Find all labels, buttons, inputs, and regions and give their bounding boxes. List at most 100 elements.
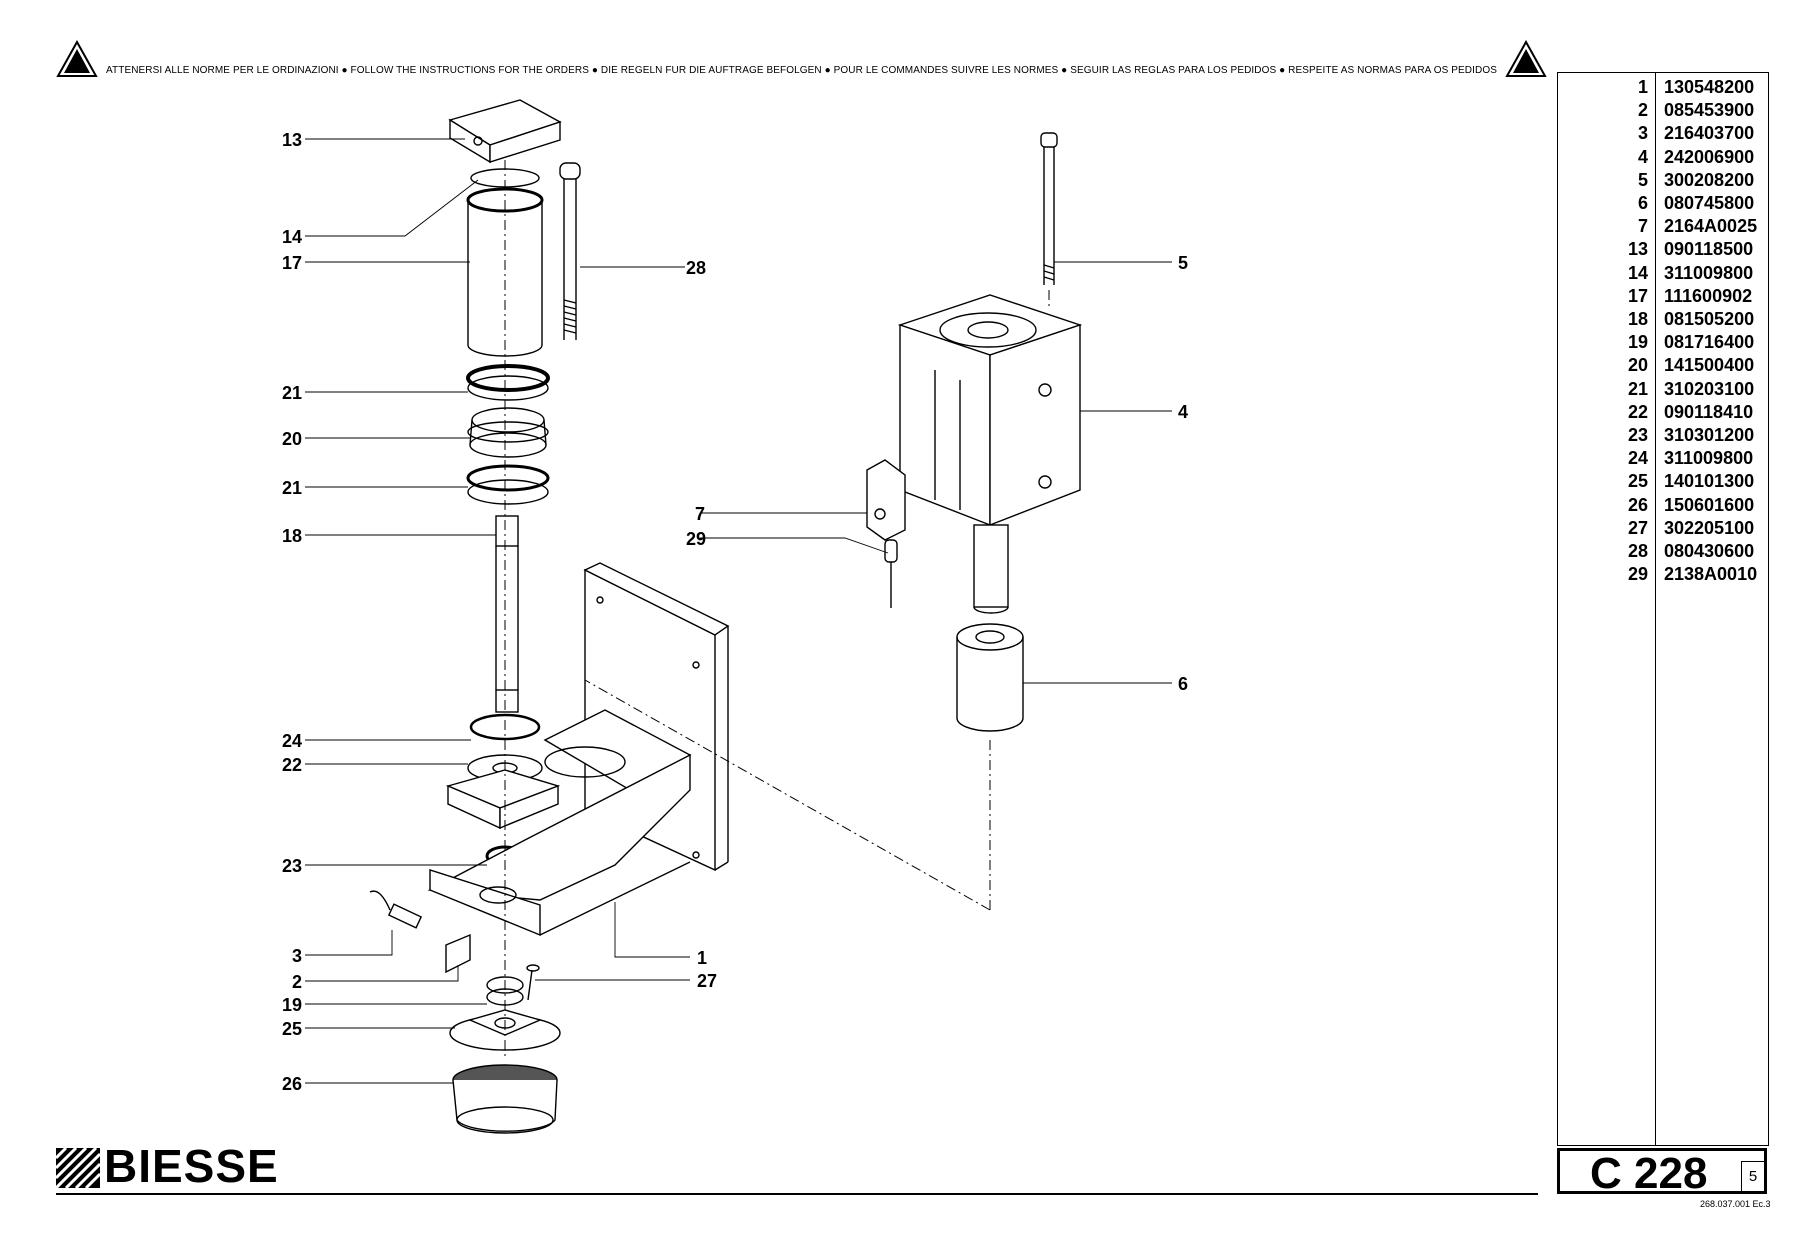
part-number: 5 [1637, 169, 1648, 190]
part-code: 300208200 [1664, 169, 1755, 190]
warning-triangle-icon [1505, 40, 1547, 77]
part-number: 21 [1627, 378, 1648, 399]
parts-list-row: 5 300208200 [1558, 170, 1768, 193]
callout-label: 21 [282, 383, 302, 403]
part-code: 080430600 [1664, 541, 1755, 561]
drawing-title-block: C 228 5 [1557, 1148, 1767, 1198]
part-code: 081505200 [1664, 309, 1755, 329]
part-6-coupling [956, 623, 1024, 732]
callout-label: 24 [282, 731, 302, 751]
part-code: 2164A0025 [1664, 216, 1758, 237]
callout-label: 7 [695, 504, 705, 524]
part-code: 090118410 [1664, 401, 1754, 422]
part-22-housing [445, 754, 561, 830]
part-code: 311009800 [1664, 448, 1754, 469]
part-number: 22 [1627, 401, 1648, 422]
part-18-shaft [495, 515, 519, 713]
footer-rule [56, 1193, 1538, 1195]
part-3-sensor [369, 890, 423, 929]
part-number: 14 [1627, 262, 1648, 283]
part-number: 13 [1627, 239, 1648, 260]
part-number: 20 [1627, 355, 1648, 376]
exploded-view-drawing: 13 14 17 28 21 20 21 18 24 22 23 3 2 19 … [282, 99, 1188, 1134]
part-number: 25 [1627, 471, 1648, 492]
parts-list-row: 6 080745800 [1558, 193, 1768, 216]
callout-label: 6 [1178, 674, 1188, 694]
part-28-screw [559, 162, 581, 340]
part-code: 141500400 [1664, 355, 1755, 376]
parts-list-row: 25 140101300 [1558, 471, 1768, 494]
warning-triangle-icon [56, 40, 98, 77]
part-4-cylinder [897, 294, 1083, 614]
part-number: 17 [1627, 285, 1648, 306]
part-number: 6 [1637, 193, 1648, 213]
part-number: 2 [1637, 100, 1648, 121]
drawing-code: C 228 [1590, 1149, 1708, 1198]
part-26-wheel [452, 1064, 558, 1134]
callout-label: 21 [282, 478, 302, 498]
parts-list-row: 13 090118500 [1558, 239, 1768, 262]
parts-list-row: 17 111600902 [1558, 286, 1768, 309]
part-13-cap [448, 99, 562, 164]
callout-label: 26 [282, 1074, 302, 1094]
part-number: 1 [1637, 77, 1648, 97]
part-code: 130548200 [1664, 77, 1755, 97]
parts-list-row: 7 2164A0025 [1558, 216, 1768, 239]
callout-label: 29 [686, 529, 706, 549]
callout-label: 13 [282, 130, 302, 150]
callout-label: 18 [282, 526, 302, 546]
page-number: 5 [1741, 1161, 1764, 1192]
parts-list-row: 20 141500400 [1558, 355, 1768, 378]
parts-list-row: 2 085453900 [1558, 100, 1768, 123]
parts-list-row: 1 130548200 [1558, 77, 1768, 100]
parts-list-row: 29 2138A0010 [1558, 564, 1768, 587]
brand-name: BIESSE [104, 1140, 279, 1192]
parts-list-row: 22 090118410 [1558, 402, 1768, 425]
callout-label: 3 [292, 946, 302, 966]
part-code: 080745800 [1664, 193, 1755, 213]
part-number: 23 [1627, 425, 1648, 445]
part-number: 7 [1637, 216, 1648, 237]
callout-label: 17 [282, 253, 302, 273]
callout-label: 19 [282, 995, 302, 1015]
part-code: 090118500 [1664, 239, 1754, 260]
part-number: 27 [1627, 517, 1648, 538]
part-number: 4 [1637, 146, 1648, 167]
part-code: 216403700 [1664, 123, 1755, 144]
callout-label: 20 [282, 429, 302, 449]
callout-label: 28 [686, 258, 706, 278]
part-code: 085453900 [1664, 100, 1755, 121]
part-code: 242006900 [1664, 146, 1755, 167]
callout-label: 5 [1178, 253, 1188, 273]
part-code: 302205100 [1664, 517, 1755, 538]
callout-label: 23 [282, 856, 302, 876]
part-code: 2138A0010 [1664, 564, 1758, 585]
part-number: 26 [1627, 494, 1648, 515]
part-number: 19 [1627, 332, 1648, 353]
brand-mark-icon [56, 1148, 100, 1188]
callout-label: 14 [282, 227, 302, 247]
document-reference: 268.037.001 Ec.3 [1700, 1199, 1771, 1209]
parts-column-divider [1655, 73, 1656, 1145]
order-instructions: ATTENERSI ALLE NORME PER LE ORDINAZIONI … [106, 65, 1497, 76]
callout-label: 22 [282, 755, 302, 775]
part-5-screw [1040, 132, 1058, 285]
part-code: 310301200 [1664, 425, 1755, 445]
part-code: 111600902 [1664, 285, 1753, 306]
callout-label: 1 [697, 948, 707, 968]
parts-list-row: 23 310301200 [1558, 425, 1768, 448]
part-number: 29 [1627, 564, 1648, 585]
parts-list-row: 27 302205100 [1558, 518, 1768, 541]
part-code: 140101300 [1664, 471, 1755, 492]
callout-label: 2 [292, 972, 302, 992]
callout-label: 25 [282, 1019, 302, 1039]
callout-label: 4 [1178, 402, 1188, 422]
part-20-bearing [467, 407, 549, 458]
